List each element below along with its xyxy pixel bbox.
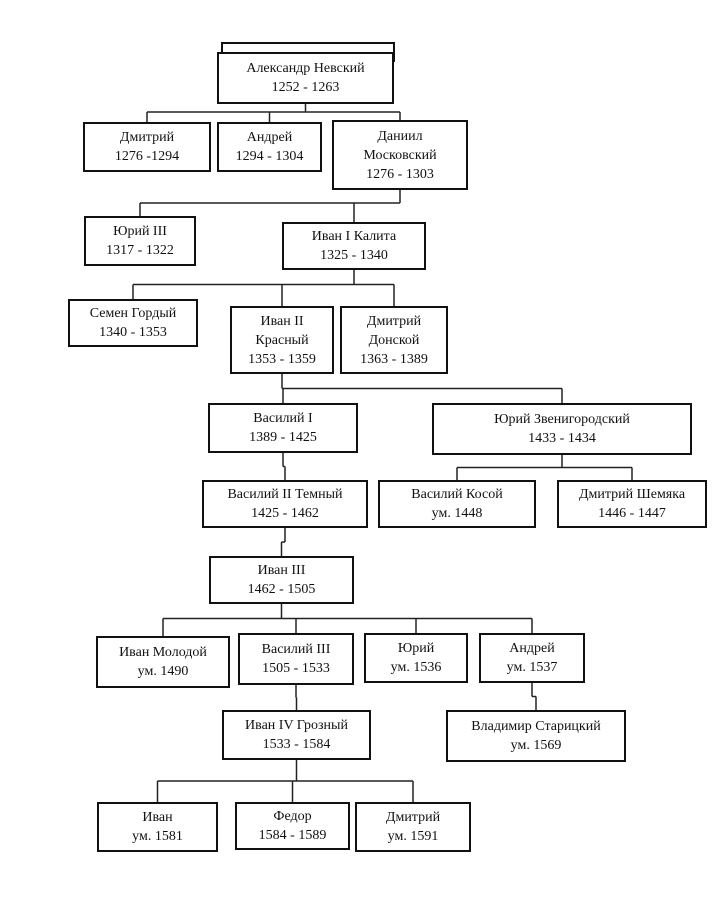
person-name: Дмитрий	[385, 810, 441, 825]
person-name: Юрий III	[113, 224, 167, 239]
person-years: 1317 - 1322	[106, 243, 174, 258]
person-name: Иван I Калита	[311, 229, 397, 244]
person-box-ivan4: Иван IV Грозный 1533 - 1584	[222, 710, 371, 760]
person-box-ivan-1581: Иван ум. 1581	[97, 802, 218, 852]
person-name: Василий II Темный	[227, 487, 343, 502]
person-box-semen: Семен Гордый 1340 - 1353	[68, 299, 198, 347]
person-box-ivan-molodoy: Иван Молодой ум. 1490	[96, 636, 230, 688]
person-years: ум. 1448	[431, 506, 483, 521]
person-box-vasily1: Василий I 1389 - 1425	[208, 403, 358, 453]
person-years: ум. 1536	[390, 660, 442, 675]
person-years: 1584 - 1589	[258, 828, 327, 843]
person-name: Федор	[273, 809, 312, 824]
person-years: 1462 - 1505	[247, 582, 316, 597]
person-years: ум. 1490	[137, 664, 189, 679]
person-years: 1433 - 1434	[528, 431, 596, 446]
person-box-andrey-1537: Андрей ум. 1537	[479, 633, 585, 683]
person-box-dmitry1: Дмитрий 1276 -1294	[83, 122, 211, 172]
person-name: Юрий	[397, 641, 435, 656]
person-years: 1363 - 1389	[360, 351, 428, 367]
person-name: Андрей	[246, 130, 293, 145]
person-box-vasily3: Василий III 1505 - 1533	[238, 633, 354, 685]
person-name: Даниил	[377, 128, 423, 144]
person-box-dmitry-1591: Дмитрий ум. 1591	[355, 802, 471, 852]
person-box-alexander: Александр Невский 1252 - 1263	[217, 52, 394, 104]
person-years: 1353 - 1359	[248, 351, 316, 367]
person-box-ivan3: Иван III 1462 - 1505	[209, 556, 354, 604]
person-name: Василий I	[253, 411, 313, 426]
person-box-vasily2: Василий II Темный 1425 - 1462	[202, 480, 368, 528]
person-name: Красный	[255, 332, 309, 348]
person-name: Дмитрий	[366, 313, 422, 329]
person-years: 1533 - 1584	[262, 737, 331, 752]
person-years: 1389 - 1425	[249, 430, 317, 445]
person-years: 1276 - 1303	[366, 166, 434, 182]
person-box-fedor: Федор 1584 - 1589	[235, 802, 350, 850]
person-years: 1505 - 1533	[262, 661, 330, 676]
person-name: Иван III	[257, 563, 306, 578]
person-box-vasily-kosoy: Василий Косой ум. 1448	[378, 480, 536, 528]
person-name: Юрий Звенигородский	[494, 412, 630, 427]
person-name: Дмитрий Шемяка	[578, 487, 686, 502]
person-years: ум. 1537	[506, 660, 558, 675]
person-name: Иван	[142, 810, 173, 825]
person-box-ivan2: Иван II Красный 1353 - 1359	[230, 306, 334, 374]
person-years: 1325 - 1340	[320, 248, 388, 263]
person-years: 1294 - 1304	[235, 149, 304, 164]
person-box-yury-zven: Юрий Звенигородский 1433 - 1434	[432, 403, 692, 455]
person-years: ум. 1569	[510, 738, 562, 753]
person-years: 1276 -1294	[114, 149, 180, 164]
person-name: Андрей	[509, 641, 555, 656]
person-box-andrey1: Андрей 1294 - 1304	[217, 122, 322, 172]
person-box-yury-1536: Юрий ум. 1536	[364, 633, 468, 683]
person-name: Александр Невский	[246, 61, 365, 76]
person-name: Донской	[368, 332, 420, 348]
person-name: Московский	[363, 147, 437, 163]
person-box-ivan1: Иван I Калита 1325 - 1340	[282, 222, 426, 270]
person-years: 1425 - 1462	[251, 506, 319, 521]
person-name: Василий III	[261, 642, 331, 657]
person-name: Иван II	[260, 313, 304, 329]
person-box-yury3: Юрий III 1317 - 1322	[84, 216, 196, 266]
person-name: Владимир Старицкий	[471, 719, 601, 734]
person-years: 1340 - 1353	[99, 325, 167, 340]
person-name: Дмитрий	[119, 130, 175, 145]
person-years: 1446 - 1447	[598, 506, 666, 521]
person-years: 1252 - 1263	[271, 80, 340, 95]
person-name: Иван IV Грозный	[245, 718, 348, 733]
person-name: Семен Гордый	[89, 306, 177, 321]
person-name: Василий Косой	[411, 487, 503, 502]
person-years: ум. 1591	[387, 829, 439, 844]
person-box-vladimir: Владимир Старицкий ум. 1569	[446, 710, 626, 762]
person-name: Иван Молодой	[119, 645, 207, 660]
person-years: ум. 1581	[132, 829, 183, 844]
person-box-dmitry-shemyaka: Дмитрий Шемяка 1446 - 1447	[557, 480, 707, 528]
